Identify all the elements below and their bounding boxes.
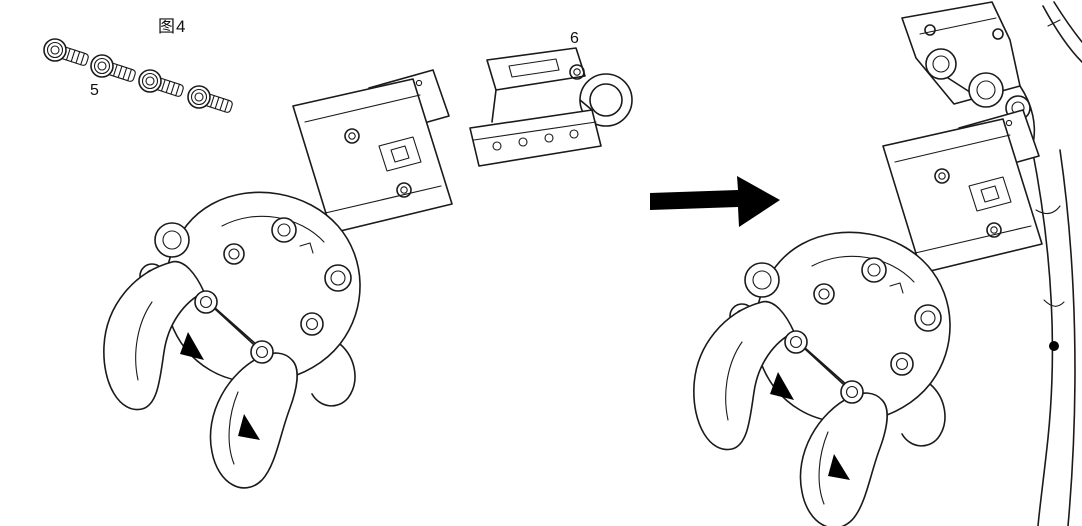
assembly-arrow	[650, 176, 780, 227]
robot-arm-drawing	[901, 1, 1082, 149]
gripper-after-drawing	[693, 109, 1043, 526]
screws-drawing	[43, 38, 234, 115]
bracket-drawing	[469, 47, 633, 167]
screw-drawing	[138, 69, 185, 99]
forearm-edge-drawing	[1031, 147, 1076, 526]
screw-drawing	[43, 38, 90, 68]
figure-title: 图4	[158, 17, 187, 36]
gripper-before-drawing	[103, 69, 453, 489]
screw-drawing	[90, 54, 137, 84]
part-label-bracket: 6	[570, 30, 579, 47]
screw-drawing	[187, 85, 234, 115]
part-label-screws: 5	[90, 82, 99, 99]
